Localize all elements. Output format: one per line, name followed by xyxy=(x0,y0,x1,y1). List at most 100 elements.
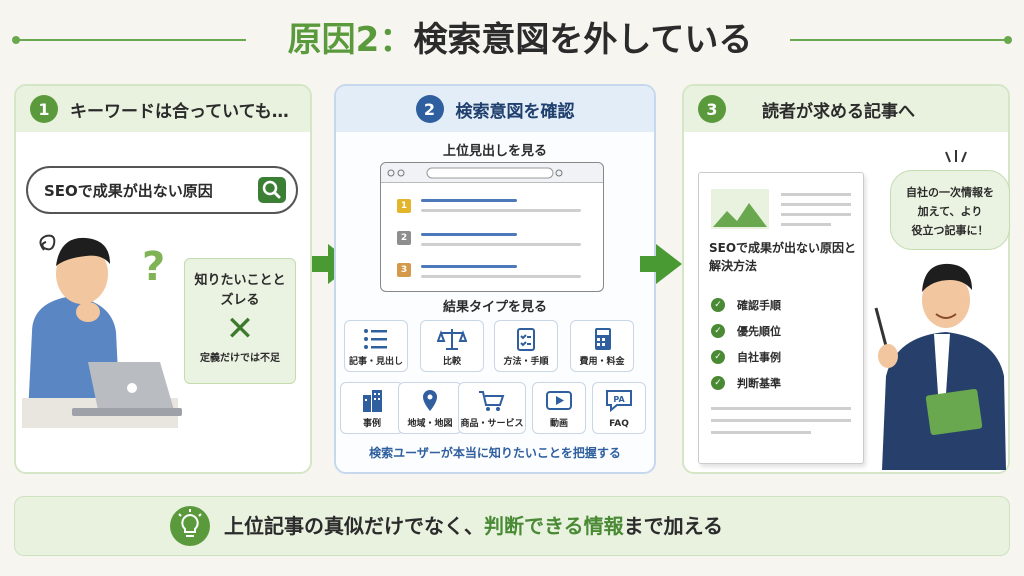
confused-person-illustration: ? xyxy=(22,234,182,428)
check-icon: ✓ xyxy=(711,298,725,312)
check-item: ✓ 判断基準 xyxy=(711,375,781,391)
calculator-icon xyxy=(595,328,611,350)
list-icon xyxy=(364,329,387,349)
note-line-1: 知りたいことと xyxy=(194,273,286,288)
bottom-highlight: 判断できる情報 xyxy=(484,514,624,538)
tile-cost-label: 費用・料金 xyxy=(579,357,625,367)
top-headings-label: 上位見出しを見る xyxy=(442,144,547,159)
title-dot-left xyxy=(12,36,20,44)
step-3-number: 3 xyxy=(698,95,726,123)
sparkle-lines-icon xyxy=(945,150,967,163)
tile-article: 記事・見出し xyxy=(344,320,408,372)
article-document: SEOで成果が出ない原因と 解決方法 ✓ 確認手順 ✓ 優先順位 ✓ 自社事例 ✓ 判断… xyxy=(698,172,864,464)
check-item: ✓ 確認手順 xyxy=(711,297,781,313)
arrow-right-icon xyxy=(656,244,682,284)
note-line-2: ズレる xyxy=(220,293,260,308)
mismatch-note: 知りたいことと ズレる ✕ 定義だけでは不足 xyxy=(184,258,296,384)
rank-3-badge: 3 xyxy=(397,263,411,277)
faq-bubble-icon: PA xyxy=(606,390,632,413)
article-title-line-2: 解決方法 xyxy=(709,259,758,273)
panel-3-header: 3 読者が求める記事へ xyxy=(684,86,1008,132)
rank-2-heading-line xyxy=(421,233,517,236)
panel-3-heading: 読者が求める記事へ xyxy=(762,101,915,122)
check-icon: ✓ xyxy=(711,376,725,390)
x-mark-icon: ✕ xyxy=(225,309,255,349)
title-dot-right xyxy=(1004,36,1012,44)
browser-mockup: 1 2 3 xyxy=(380,162,604,292)
step-1-number: 1 xyxy=(30,95,58,123)
bottom-message: 上位記事の真似だけでなく、判断できる情報まで加える xyxy=(224,506,904,546)
presenter-person-illustration xyxy=(874,263,1006,470)
article-image-icon xyxy=(711,189,851,229)
speech-bubble: 自社の一次情報を 加えて、より 役立つ記事に！ xyxy=(890,170,1010,250)
tile-faq-label: FAQ xyxy=(609,419,629,429)
rank-3-text-line xyxy=(421,275,581,278)
panel-1-heading: キーワードは合っていても… xyxy=(70,101,289,122)
article-text-lines xyxy=(711,407,851,434)
panel-2-footer: 検索ユーザーが本当に知りたいことを把握する xyxy=(369,446,621,460)
rank-1-heading-line xyxy=(421,199,517,202)
tile-video-label: 動画 xyxy=(549,419,568,429)
note-footer: 定義だけでは不足 xyxy=(200,353,280,364)
confusion-scribble-icon xyxy=(39,234,56,251)
check-item: ✓ 自社事例 xyxy=(711,349,781,365)
title-main: 検索意図を外している xyxy=(413,20,753,60)
check-icon: ✓ xyxy=(711,324,725,338)
svg-text:PA: PA xyxy=(613,395,625,404)
checklist-icon xyxy=(517,328,535,351)
video-icon xyxy=(546,391,572,410)
article-title: SEOで成果が出ない原因と 解決方法 xyxy=(709,239,859,275)
rank-3-heading-line xyxy=(421,265,517,268)
panel-2-heading: 検索意図を確認 xyxy=(455,101,575,122)
check-label: 自社事例 xyxy=(737,351,781,364)
arrow-2-shaft xyxy=(640,256,658,272)
tile-method-label: 方法・手順 xyxy=(503,357,549,367)
bottom-text-part-1: 上位記事の真似だけでなく、 xyxy=(224,514,484,538)
speech-line-2: 加えて、より xyxy=(917,205,983,218)
tile-product: 商品・サービス xyxy=(458,382,526,434)
tile-case: 事例 xyxy=(340,382,404,434)
scale-icon xyxy=(436,329,468,350)
tile-compare-label: 比較 xyxy=(442,357,461,367)
search-bubble: SEOで成果が出ない原因 xyxy=(26,166,298,214)
map-pin-icon xyxy=(423,390,437,411)
building-icon xyxy=(363,390,382,412)
check-icon: ✓ xyxy=(711,350,725,364)
tile-product-label: 商品・サービス xyxy=(460,419,524,429)
cart-icon xyxy=(479,391,505,411)
page-title: 原因2：検索意図を外している xyxy=(250,14,790,66)
rank-2-badge: 2 xyxy=(397,231,411,245)
arrow-1-shaft xyxy=(312,256,330,272)
check-label: 優先順位 xyxy=(737,325,781,338)
tile-case-label: 事例 xyxy=(362,419,381,429)
check-label: 判断基準 xyxy=(737,377,781,390)
speech-line-1: 自社の一次情報を xyxy=(906,186,994,199)
tile-cost: 費用・料金 xyxy=(570,320,634,372)
browser-bar xyxy=(381,163,603,183)
panel-2-header: 2 検索意図を確認 xyxy=(336,86,654,132)
lightbulb-icon xyxy=(170,506,210,546)
tile-map: 地域・地図 xyxy=(398,382,462,434)
search-text: SEOで成果が出ない原因 xyxy=(44,181,213,200)
tile-article-label: 記事・見出し xyxy=(348,357,403,367)
title-prefix: 原因2： xyxy=(287,20,414,60)
check-label: 確認手順 xyxy=(737,299,781,312)
check-item: ✓ 優先順位 xyxy=(711,323,781,339)
speech-line-3: 役立つ記事に！ xyxy=(911,224,989,237)
search-icon xyxy=(258,177,286,203)
rank-1-badge: 1 xyxy=(397,199,411,213)
tile-method: 方法・手順 xyxy=(494,320,558,372)
tile-faq: PA FAQ xyxy=(592,382,646,434)
rank-1-text-line xyxy=(421,209,581,212)
tile-map-label: 地域・地図 xyxy=(407,419,453,429)
title-line-right xyxy=(790,39,1010,41)
rank-2-text-line xyxy=(421,243,581,246)
question-mark-icon: ? xyxy=(142,244,165,290)
panel-1-header: 1 キーワードは合っていても… xyxy=(16,86,310,132)
title-line-left xyxy=(14,39,246,41)
result-types-label: 結果タイプを見る xyxy=(442,300,547,315)
article-title-line-1: SEOで成果が出ない原因と xyxy=(709,241,857,255)
tile-video: 動画 xyxy=(532,382,586,434)
step-2-number: 2 xyxy=(415,95,444,123)
bottom-text-part-2: まで加える xyxy=(623,514,724,538)
